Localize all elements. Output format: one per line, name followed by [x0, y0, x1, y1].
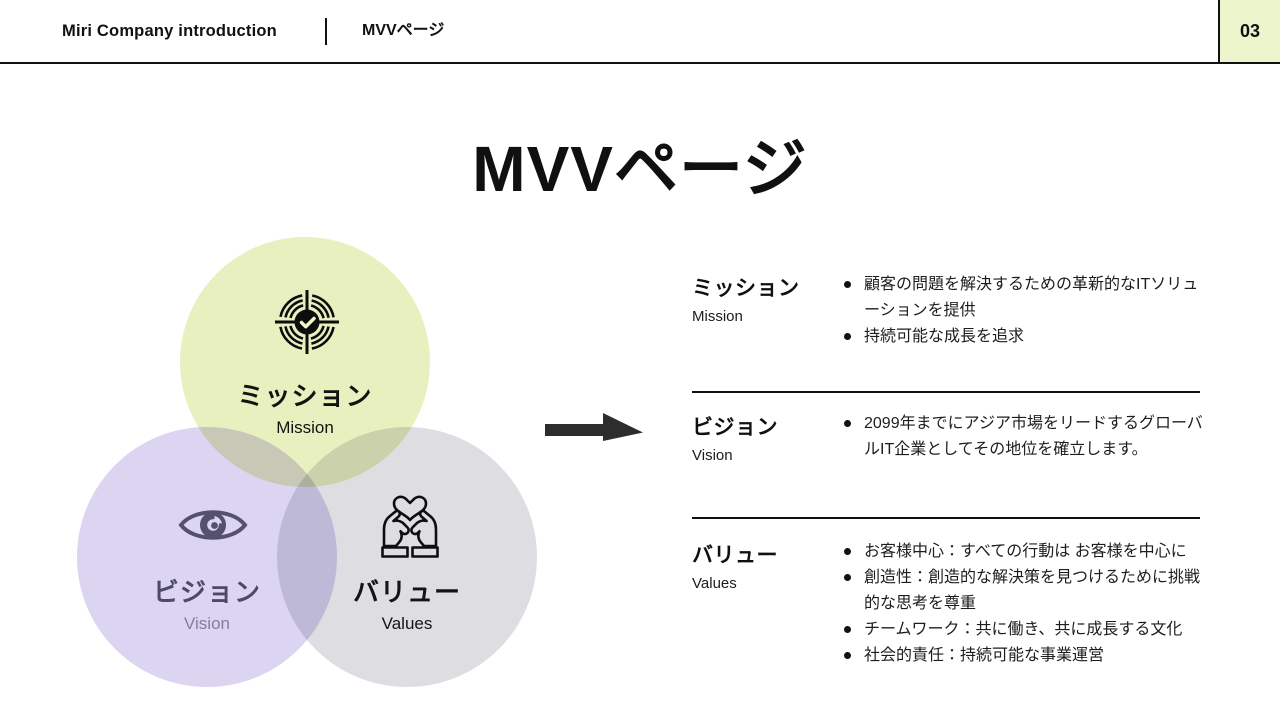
mission-bullet-list: 顧客の問題を解決するための革新的なITソリューションを提供 持続可能な成長を追求: [842, 272, 1207, 350]
eye-icon: [178, 510, 248, 540]
header: Miri Company introduction MVVページ 03: [0, 0, 1280, 64]
section-values: バリュー Values お客様中心：すべての行動は お客様を中心に 創造性：創造…: [692, 539, 1207, 669]
bullet-item: 顧客の問題を解決するための革新的なITソリューションを提供: [842, 272, 1207, 324]
values-circle-label: バリュー Values: [277, 572, 537, 634]
bullet-item: 持続可能な成長を追求: [842, 324, 1207, 350]
arrow-right-icon: [545, 413, 643, 441]
bullet-item: 創造性：創造的な解決策を見つけるために挑戦的な思考を尊重: [842, 565, 1207, 617]
page-number: 03: [1239, 20, 1261, 41]
bullet-item: 2099年までにアジア市場をリードするグローバルIT企業としてその地位を確立しま…: [842, 411, 1207, 463]
section-mission-label-en: Mission: [692, 308, 743, 325]
section-vision-label: ビジョン Vision: [692, 411, 842, 464]
section-vision: ビジョン Vision 2099年までにアジア市場をリードするグローバルIT企業…: [692, 411, 1207, 464]
section-divider: [692, 517, 1200, 519]
section-mission-label-jp: ミッション: [692, 277, 800, 300]
mission-circle-label: ミッション Mission: [180, 376, 430, 438]
section-mission: ミッション Mission 顧客の問題を解決するための革新的なITソリューション…: [692, 272, 1207, 350]
section-divider: [692, 391, 1200, 393]
vision-label-jp: ビジョン: [152, 577, 261, 607]
bullet-item: お客様中心：すべての行動は お客様を中心に: [842, 539, 1207, 565]
mission-label-en: Mission: [276, 418, 334, 437]
section-mission-label: ミッション Mission: [692, 272, 842, 350]
section-vision-label-en: Vision: [692, 447, 733, 464]
header-divider: [325, 18, 327, 45]
section-vision-label-jp: ビジョン: [692, 416, 778, 439]
page-title: MVVページ: [472, 133, 808, 205]
mission-label-jp: ミッション: [237, 381, 373, 411]
page-number-badge: 03: [1218, 0, 1280, 62]
section-values-label: バリュー Values: [692, 539, 842, 669]
section-values-label-jp: バリュー: [692, 544, 778, 567]
hands-heart-icon: [381, 495, 439, 558]
vision-label-en: Vision: [184, 614, 230, 633]
header-section-title: MVVページ: [362, 22, 445, 39]
bullet-item: チームワーク：共に働き、共に成長する文化: [842, 617, 1207, 643]
bullet-item: 社会的責任：持続可能な事業運営: [842, 643, 1207, 669]
vision-bullet-list: 2099年までにアジア市場をリードするグローバルIT企業としてその地位を確立しま…: [842, 411, 1207, 464]
vision-circle-label: ビジョン Vision: [77, 572, 337, 634]
values-bullet-list: お客様中心：すべての行動は お客様を中心に 創造性：創造的な解決策を見つけるため…: [842, 539, 1207, 669]
brand-title: Miri Company introduction: [62, 22, 277, 40]
values-label-en: Values: [381, 614, 433, 633]
values-label-jp: バリュー: [352, 577, 461, 607]
section-values-label-en: Values: [692, 575, 737, 592]
target-check-icon: [275, 290, 339, 354]
